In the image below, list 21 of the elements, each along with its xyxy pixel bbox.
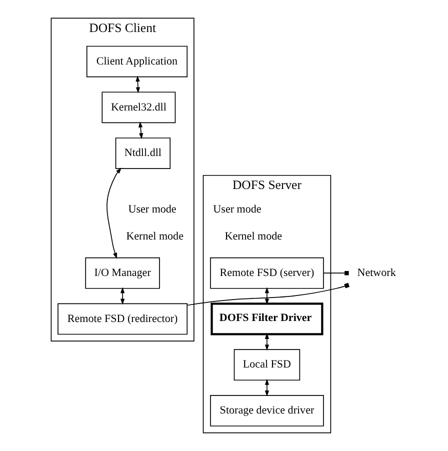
node-box: I/O Manager xyxy=(84,257,160,289)
node-box: Kernel32.dll xyxy=(101,92,176,124)
node-box: Client Application xyxy=(86,46,188,78)
arrow xyxy=(264,332,269,351)
label: User mode xyxy=(212,203,261,216)
node-box: Storage device driver xyxy=(210,394,324,426)
connector xyxy=(322,270,348,276)
node-box: Local FSD xyxy=(233,349,300,381)
arrow xyxy=(106,168,121,259)
arrow xyxy=(264,378,269,396)
label: Kernel mode xyxy=(224,230,282,242)
arrow xyxy=(264,287,269,305)
connector xyxy=(186,282,349,306)
label: Kernel mode xyxy=(126,230,183,242)
arrow xyxy=(120,287,124,305)
node-box: Ntdll.dll xyxy=(114,138,170,169)
node-text: Network xyxy=(356,266,396,279)
node-box: DOFS Filter Driver xyxy=(210,302,323,336)
node-box: Remote FSD (server) xyxy=(210,257,324,289)
label: User mode xyxy=(128,203,176,216)
node-box: Remote FSD (redirector) xyxy=(57,303,188,335)
